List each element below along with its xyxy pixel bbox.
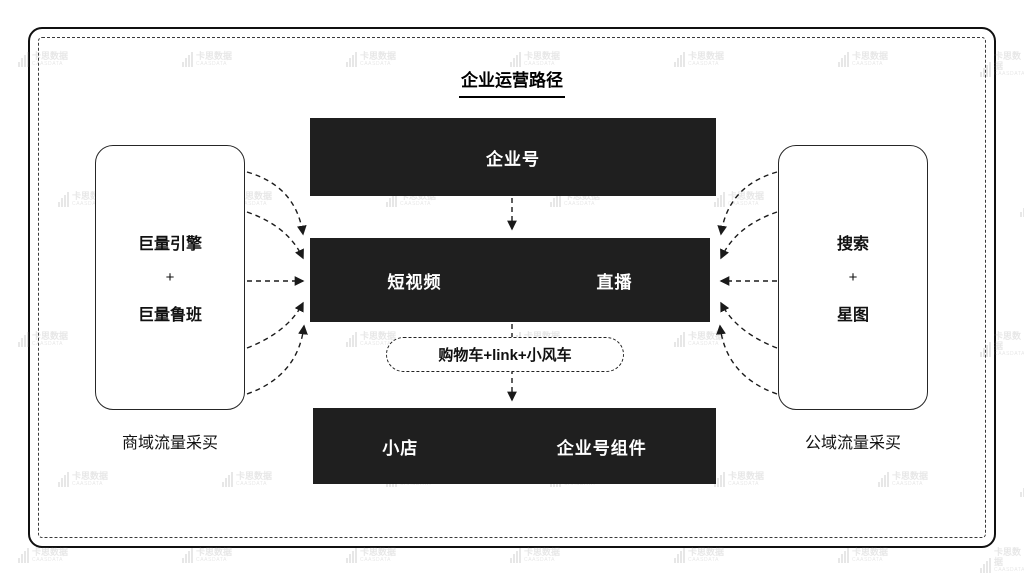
top-box-label: 企业号 (486, 149, 540, 169)
left-panel-paid-traffic: 巨量引擎 + 巨量鲁班 (95, 145, 245, 410)
watermark-subtext: CAASDATA (360, 556, 392, 563)
watermark-text: 卡思数据 (994, 547, 1022, 567)
watermark-bars-icon (1020, 202, 1024, 218)
watermark-bars-icon (346, 548, 357, 564)
watermark-bars-icon (980, 558, 991, 574)
live-stream-label: 直播 (596, 272, 633, 292)
watermark-subtext: CAASDATA (688, 556, 720, 563)
watermark-subtext: CAASDATA (196, 556, 228, 563)
left-panel-line2: 巨量鲁班 (137, 307, 202, 324)
right-panel-line2: 星图 (836, 307, 869, 324)
middle-box-content: 短视频 直播 (310, 238, 710, 322)
watermark-bars-icon (1020, 482, 1024, 498)
right-panel-line1: 搜索 (836, 236, 869, 253)
diagram-title: 企业运营路径 (459, 66, 565, 98)
short-video-label: 短视频 (387, 272, 442, 292)
watermark-text: 卡思数据 (852, 547, 889, 557)
left-panel-line1: 巨量引擎 (137, 236, 202, 253)
watermark-subtext: CAASDATA (994, 566, 1024, 573)
top-box-enterprise-account: 企业号 (310, 118, 716, 196)
outer-border (28, 27, 996, 548)
watermark-text: 卡思数据 (524, 547, 561, 557)
watermark-subtext: CAASDATA (994, 350, 1024, 357)
watermark-bars-icon (674, 548, 685, 564)
right-panel-organic-traffic: 搜索 + 星图 (778, 145, 928, 410)
watermark-bars-icon (182, 548, 193, 564)
watermark-text: 卡思数据 (994, 51, 1022, 71)
left-panel-caption: 商域流量采买 (121, 435, 218, 452)
watermark-text: 卡思数据 (994, 331, 1022, 351)
watermark-bars-icon (18, 548, 29, 564)
watermark-subtext: CAASDATA (852, 556, 884, 563)
inner-dashed-border (38, 37, 986, 538)
cart-link-pill-label: 购物车+link+小风车 (438, 347, 572, 364)
right-panel-caption: 公域流量采买 (804, 435, 901, 452)
watermark-text: 卡思数据 (360, 547, 397, 557)
shop-label: 小店 (382, 438, 419, 458)
right-panel-plus: + (848, 269, 858, 286)
left-panel-plus: + (165, 269, 175, 286)
watermark-text: 卡思数据 (688, 547, 725, 557)
bottom-box-conversion: 小店 企业号组件 (313, 408, 716, 484)
watermark-text: 卡思数据 (32, 547, 69, 557)
enterprise-component-label: 企业号组件 (556, 438, 647, 458)
watermark-subtext: CAASDATA (994, 70, 1024, 77)
cart-link-pill: 购物车+link+小风车 (386, 337, 624, 372)
watermark-subtext: CAASDATA (524, 556, 556, 563)
watermark-text: 卡思数据 (196, 547, 233, 557)
watermark-bars-icon (510, 548, 521, 564)
watermark-bars-icon (838, 548, 849, 564)
watermark-subtext: CAASDATA (32, 556, 64, 563)
